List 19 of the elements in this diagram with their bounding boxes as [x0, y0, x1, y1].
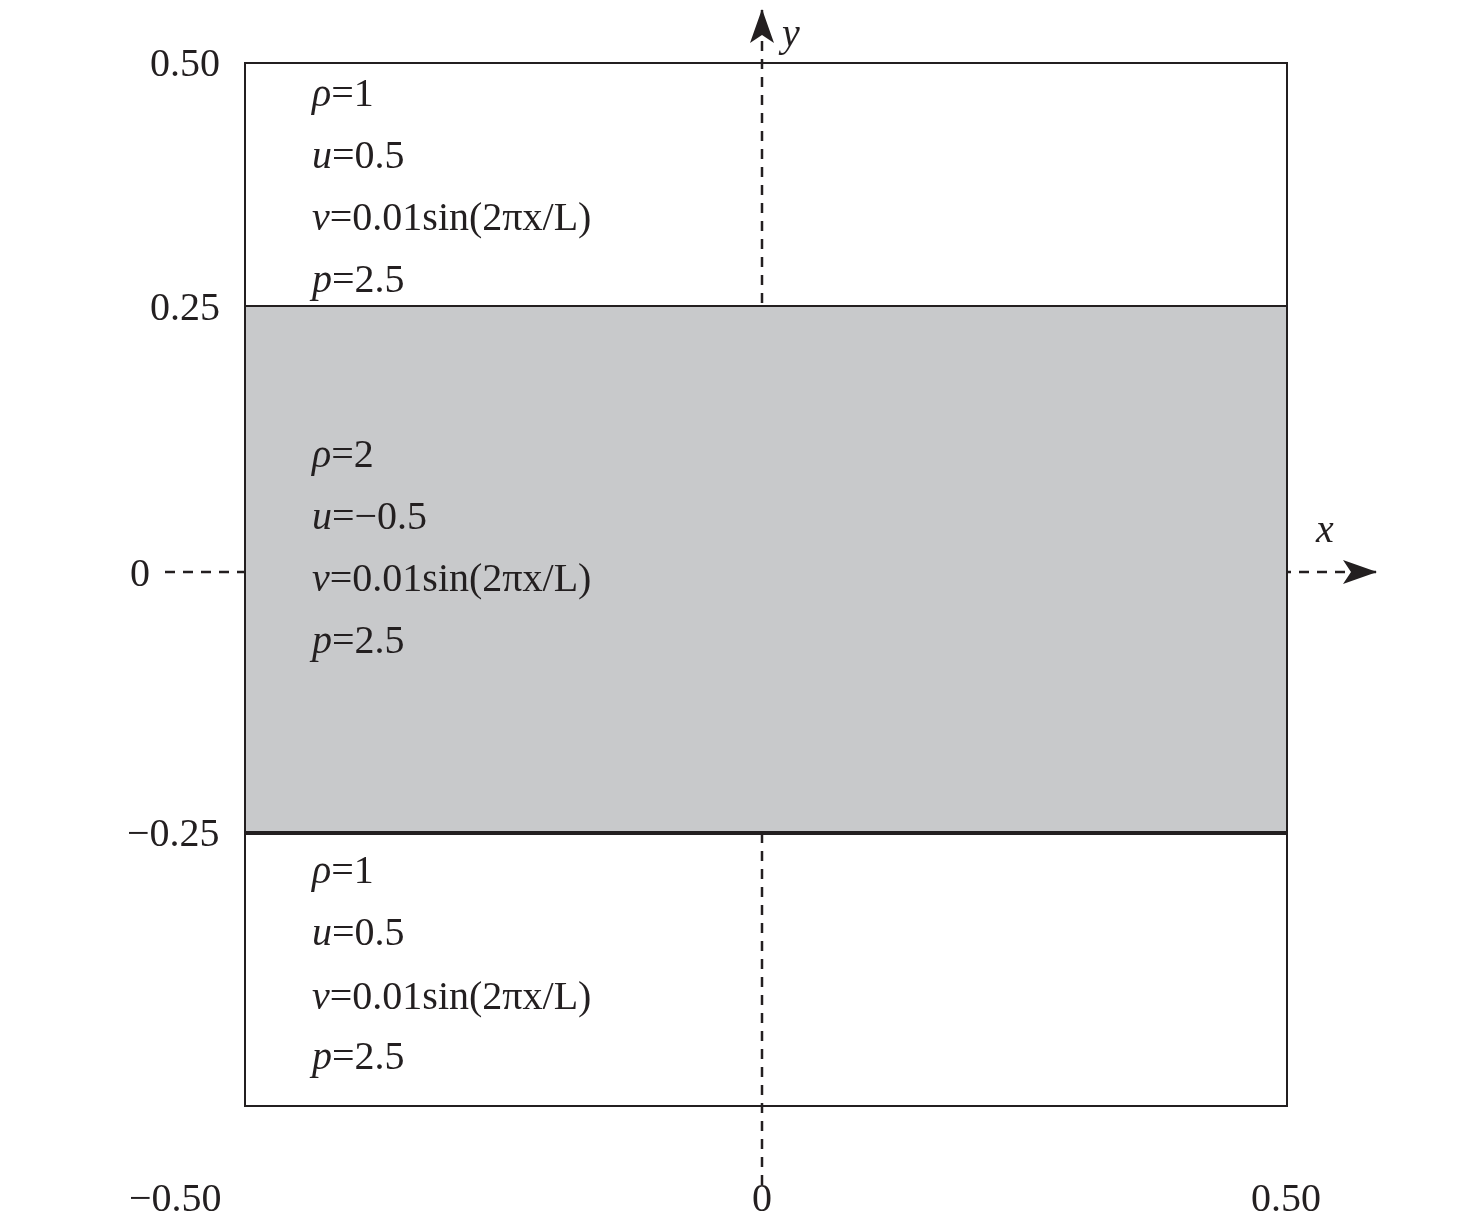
tick-label: 0 [752, 1175, 772, 1221]
tick-label: −0.25 [127, 810, 220, 856]
tick-label: 0.50 [1251, 1175, 1321, 1221]
equation-text: v=0.01sin(2πx/L) [312, 973, 592, 1019]
equation-text: u=0.5 [312, 909, 405, 955]
axis-label: x [1316, 506, 1334, 552]
equation-text: v=0.01sin(2πx/L) [312, 194, 592, 240]
tick-label: 0 [130, 550, 150, 596]
equation-text: ρ=2 [312, 431, 374, 477]
tick-label: −0.50 [129, 1175, 222, 1221]
equation-text: u=−0.5 [312, 493, 428, 539]
tick-label: 0.25 [150, 284, 220, 330]
fluid-layer-region [244, 831, 1288, 1107]
equation-text: v=0.01sin(2πx/L) [312, 555, 592, 601]
equation-text: ρ=1 [312, 70, 374, 116]
tick-label: 0.50 [150, 40, 220, 86]
equation-text: u=0.5 [312, 132, 405, 178]
fluid-layer-region [244, 305, 1288, 835]
equation-text: ρ=1 [312, 847, 374, 893]
